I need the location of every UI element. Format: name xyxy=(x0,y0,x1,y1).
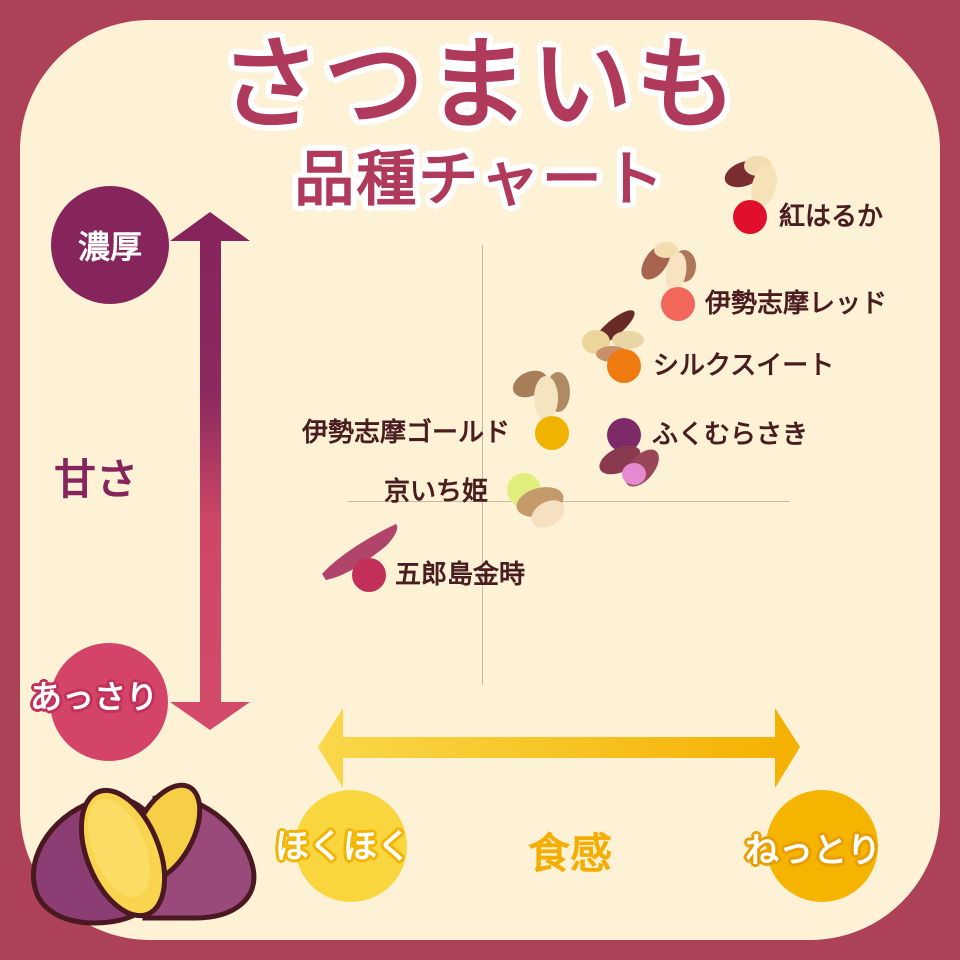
iseshima-red-dot xyxy=(661,287,695,321)
title-main: さつまいも xyxy=(220,26,740,143)
texture-axis-arrow xyxy=(318,708,800,788)
kyoichihime-potato-icon xyxy=(516,487,565,528)
gorojima-kintoki-dot xyxy=(352,558,386,592)
iseshima-gold-dot xyxy=(535,416,569,450)
title-sub: 品種チャート xyxy=(294,145,666,215)
flaky-badge xyxy=(295,790,407,902)
gorojima-kintoki-label: 五郎島金時 xyxy=(395,560,526,590)
iseshima-gold-potato-icon xyxy=(512,370,570,420)
rich-badge: 濃厚 xyxy=(51,186,169,304)
moist-label: ねっとり xyxy=(745,831,881,871)
beni-haruka-potato-icon xyxy=(724,156,777,208)
light-badge xyxy=(50,643,168,761)
sweetness-label: 甘さ xyxy=(54,455,139,504)
sweetness-axis-arrow xyxy=(170,212,250,730)
moist-badge xyxy=(766,790,878,902)
fukumurasaki-label: ふくむらさき xyxy=(652,420,809,450)
flaky-label: ほくほく xyxy=(275,827,411,867)
silk-sweet-label: シルクスイート xyxy=(653,351,835,381)
beni-haruka-label: 紅はるか xyxy=(779,202,884,232)
iseshima-red-potato-icon xyxy=(641,242,696,292)
vertical-center-line xyxy=(482,245,483,685)
texture-label: 食感 xyxy=(528,829,613,878)
silk-sweet-dot xyxy=(607,349,641,383)
gorojima-kintoki-potato-icon xyxy=(322,524,398,580)
kyoichihime-label: 京いち姫 xyxy=(384,477,489,507)
fukumurasaki-potato-icon xyxy=(599,445,659,487)
iseshima-red-label: 伊勢志摩レッド xyxy=(705,289,888,319)
rich-label: 濃厚 xyxy=(77,228,142,266)
horizontal-center-line xyxy=(348,501,790,502)
light-label: あっさり xyxy=(30,678,159,716)
beni-haruka-dot xyxy=(733,200,767,234)
iseshima-gold-label: 伊勢志摩ゴールド xyxy=(302,418,511,448)
roasted-sweet-potato-icon xyxy=(31,782,257,926)
